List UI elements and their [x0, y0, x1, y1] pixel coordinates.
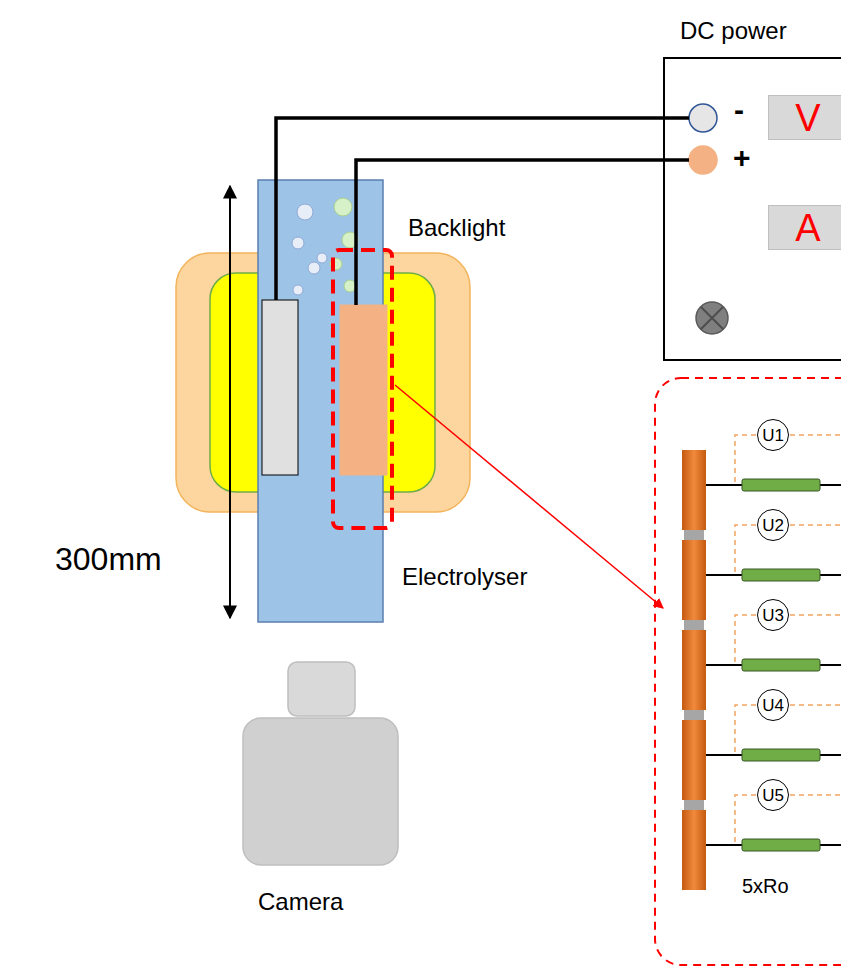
- dimension-arrow: [229, 186, 231, 618]
- electrode-segment: [682, 630, 706, 710]
- bubble: [344, 280, 356, 292]
- negative-wire: [276, 118, 689, 300]
- resistor-label: 5xRo: [742, 874, 789, 898]
- terminal-sign: -: [734, 92, 744, 128]
- electrode-segment: [682, 540, 706, 620]
- dimension-label: 300mm: [55, 540, 162, 578]
- voltmeter-label: U2: [762, 517, 784, 534]
- resistor-symbol: [742, 479, 820, 491]
- bubble: [334, 198, 352, 216]
- voltmeter-label: U1: [762, 427, 784, 444]
- terminal-sign: +: [733, 140, 751, 176]
- meter-symbol: V: [769, 99, 841, 137]
- negative-terminal: [689, 104, 717, 132]
- meter-display: V: [768, 95, 841, 140]
- part-label: Camera: [258, 888, 343, 917]
- bubble: [293, 285, 303, 295]
- bubble: [317, 253, 327, 263]
- power-supply-box: [664, 58, 841, 360]
- part-label: Backlight: [408, 214, 505, 243]
- insulator-gap: [684, 620, 704, 630]
- electrode-segment: [682, 450, 706, 530]
- anode: [340, 305, 387, 475]
- detail-panel: [655, 378, 841, 965]
- gas-bubbles: [292, 198, 358, 295]
- zoom-region: [333, 250, 392, 528]
- electrode-segment: [682, 720, 706, 800]
- voltmeter-lead: [735, 525, 841, 572]
- positive-terminal: [689, 146, 717, 174]
- insulator-gap: [684, 530, 704, 540]
- cathode: [262, 300, 298, 475]
- label-box: -: [734, 92, 744, 128]
- voltmeter-circle: U2: [757, 509, 789, 541]
- resistor-symbol: [742, 839, 820, 851]
- insulator-gap: [684, 710, 704, 720]
- bubble: [308, 262, 320, 274]
- power-switch: [696, 302, 728, 334]
- panel-heading: DC power: [664, 14, 841, 48]
- camera-lens: [288, 662, 355, 716]
- voltmeter-label: U3: [762, 607, 784, 624]
- resistor-symbol: [742, 569, 820, 581]
- voltmeter-circle: U1: [757, 419, 789, 451]
- label-box: +: [733, 140, 751, 176]
- meter-symbol: A: [769, 209, 841, 247]
- resistor-symbol: [742, 659, 820, 671]
- voltmeter-lead: [735, 705, 841, 752]
- electrode-segment: [682, 810, 706, 890]
- voltmeter-circle: U4: [757, 689, 789, 721]
- insulator-gap: [684, 800, 704, 810]
- part-label: Electrolyser: [402, 563, 527, 592]
- switch-cross: [701, 307, 723, 329]
- positive-wire: [356, 160, 689, 305]
- voltmeter-label: U5: [762, 787, 784, 804]
- power-supply: DC powerV A: [664, 14, 841, 360]
- label-box: Camera: [258, 888, 343, 917]
- label-box: 300mm: [55, 540, 162, 578]
- voltmeter-circle: U3: [757, 599, 789, 631]
- zoom-arrow: [395, 385, 663, 608]
- bubble: [297, 204, 313, 220]
- voltmeter-circle: U5: [757, 779, 789, 811]
- segmented-electrode: [682, 435, 841, 890]
- label-box: Electrolyser: [402, 563, 527, 592]
- voltmeter-lead: [735, 435, 841, 482]
- voltmeter-label: U4: [762, 697, 784, 714]
- voltmeter-lead: [735, 795, 841, 842]
- meter-display: A: [768, 205, 841, 250]
- bubble: [292, 237, 304, 249]
- resistor-symbol: [742, 749, 820, 761]
- camera-body: [243, 718, 398, 865]
- voltmeter-lead: [735, 615, 841, 662]
- label-box: 5xRo: [742, 874, 789, 898]
- label-box: Backlight: [408, 214, 505, 243]
